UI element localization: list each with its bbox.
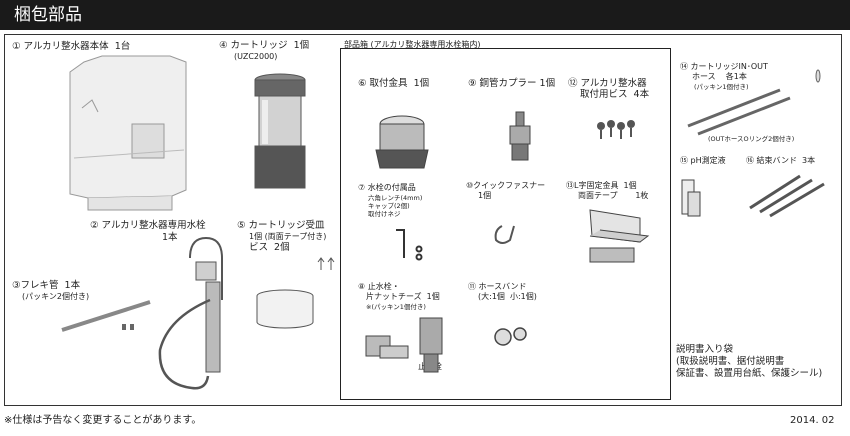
label-cartridge-model: (UZC2000) (234, 52, 278, 61)
label-parts-box-title: 部品箱 (アルカリ整水器専用水栓箱内) (344, 40, 481, 49)
label-o-ring-note: (OUTホースOリング2個付き) (708, 135, 795, 143)
label-stop-valve: ⑧ 止水栓・ (358, 282, 400, 291)
copper-coupler-image (509, 111, 531, 161)
page-title: 梱包部品 (14, 5, 82, 25)
cartridge-image (254, 73, 306, 189)
footer-date: 2014. 02 (790, 415, 835, 426)
label-tie-band: ⑯ 結束バンド 3本 (746, 156, 816, 165)
ph-liquid-image (681, 179, 701, 217)
parts-box-frame (340, 48, 671, 400)
label-cap: キャップ(2個) (368, 202, 410, 210)
label-ph-liquid: ⑮ pH測定液 (680, 156, 726, 165)
label-manual-line2: 保証書、設置用台紙、保護シール) (676, 368, 823, 379)
stop-valve-image (365, 317, 443, 373)
label-nut-cheese-note: ※(パッキン1個付き) (366, 303, 426, 311)
label-flex-pipe-note: (パッキン2個付き) (22, 292, 90, 301)
hose-band-image (494, 327, 527, 346)
label-l-bracket: ⑬L字固定金具 1個 (566, 181, 637, 190)
label-hose-band-sizes: (大:1個 小:1個) (478, 292, 537, 301)
label-mount-screw: 取付けネジ (368, 210, 401, 218)
label-faucet: ② アルカリ整水器専用水栓 (90, 220, 206, 231)
hex-wrench-image (396, 229, 423, 261)
label-quick-fastener-qty: 1個 (478, 191, 492, 200)
label-manual-bag: 説明書入り袋 (676, 344, 734, 355)
label-unit-screws-qty: 取付用ビス 4本 (580, 89, 650, 100)
tie-band-image (749, 174, 825, 218)
label-screw: ビス 2個 (249, 242, 290, 253)
faucet-image (158, 236, 223, 390)
label-mount-bracket: ⑥ 取付金具 1個 (358, 78, 430, 89)
label-faucet-qty: 1本 (162, 232, 178, 243)
mount-bracket-image (375, 115, 429, 169)
flex-pipe-image (61, 300, 151, 332)
hose-image (687, 69, 821, 136)
l-bracket-image (589, 209, 650, 263)
label-hose-band: ⑪ ホースバンド (468, 282, 527, 291)
label-manual-line1: (取扱説明書、据付説明書 (676, 356, 785, 367)
label-nut-cheese: 片ナットチーズ 1個 (366, 292, 440, 301)
footer-notice: ※仕様は予告なく変更することがあります。 (4, 415, 202, 426)
unit-screws-image (597, 120, 635, 139)
cartridge-tray-image (256, 257, 335, 329)
label-cartridge-tray: ⑤ カートリッジ受皿 (237, 220, 325, 231)
label-copper-coupler: ⑨ 銅管カプラー 1個 (468, 78, 556, 89)
quick-fastener-image (494, 225, 515, 244)
label-faucet-accessories: ⑦ 水栓の付属品 (358, 183, 416, 192)
label-cartridge-tray-qty: 1個 (両面テープ付き) (249, 232, 327, 241)
content-frame (4, 34, 842, 406)
label-quick-fastener: ⑩クイックファスナー (466, 181, 546, 190)
label-hose-note: (パッキン1個付き) (694, 83, 749, 91)
label-cartridge: ④ カートリッジ 1個 (219, 40, 310, 51)
header-bar: 梱包部品 (0, 0, 850, 30)
label-tape: 両面テープ 1枚 (578, 191, 649, 200)
label-hose-qty: ホース 各1本 (692, 72, 747, 81)
label-main-unit: ① アルカリ整水器本体 1台 (12, 41, 131, 52)
label-flex-pipe: ③フレキ管 1本 (12, 280, 81, 291)
label-unit-screws: ⑫ アルカリ整水器 (568, 78, 647, 89)
water-ionizer-unit-image (69, 55, 187, 211)
label-hex-wrench: 六角レンチ(4mm) (368, 194, 423, 202)
label-hose: ⑭ カートリッジIN･OUT (680, 62, 768, 71)
